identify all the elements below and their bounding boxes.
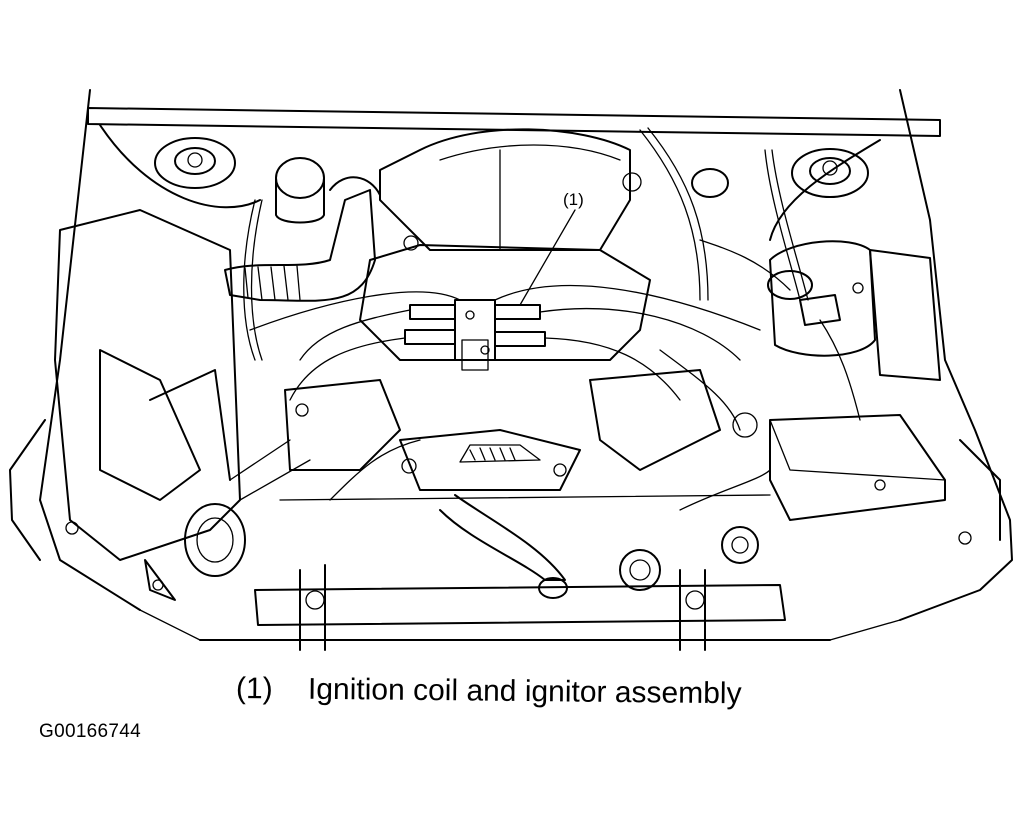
intake-duct bbox=[224, 176, 381, 302]
legend-item-1: (1) Ignition coil and ignitor assembly bbox=[236, 672, 742, 711]
radiator-hose bbox=[439, 494, 568, 599]
misc-components bbox=[65, 282, 972, 545]
right-strut-tower bbox=[791, 148, 869, 198]
ignition-wires bbox=[249, 284, 761, 401]
legend-number: (1) bbox=[235, 672, 273, 706]
washer-tank-cap bbox=[691, 168, 759, 564]
alternator-and-belt bbox=[399, 429, 581, 491]
reservoir-tank-left bbox=[275, 157, 325, 224]
left-strut-tower bbox=[154, 137, 236, 189]
callout-1-label: (1) bbox=[563, 190, 584, 209]
radiator-cap bbox=[619, 549, 661, 591]
battery bbox=[769, 249, 946, 521]
hoses-and-pipes bbox=[243, 127, 809, 431]
coolant-reservoir bbox=[767, 240, 876, 357]
intake-manifold bbox=[359, 128, 651, 361]
radiator-support bbox=[254, 494, 786, 651]
ignition-coil-assembly bbox=[404, 299, 546, 371]
figure-id: G00166744 bbox=[39, 721, 142, 742]
vehicle-body-outline bbox=[9, 89, 1013, 641]
legend-text: Ignition coil and ignitor assembly bbox=[307, 672, 742, 711]
air-cleaner-box bbox=[54, 209, 246, 601]
